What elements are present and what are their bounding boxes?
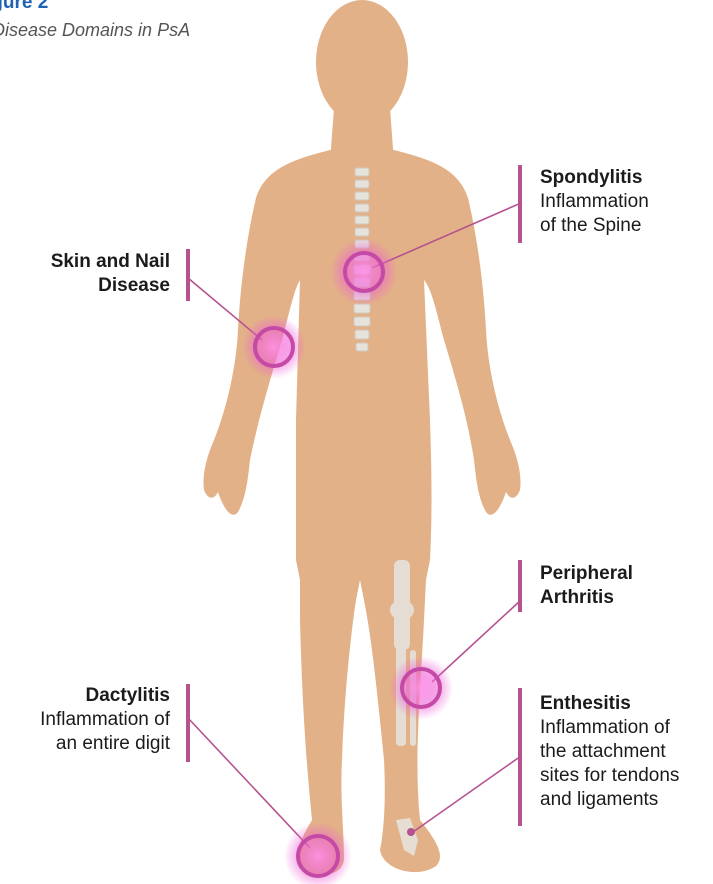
enthesitis-marker <box>407 828 415 836</box>
spondylitis-callout: Spondylitis Inflammation of the Spine <box>540 166 649 238</box>
skin-nail-title-1: Skin and Nail <box>51 250 170 274</box>
body-silhouette <box>203 0 520 875</box>
skin-nail-callout: Skin and Nail Disease <box>51 250 170 298</box>
dactylitis-title: Dactylitis <box>40 684 170 708</box>
enthesitis-callout: Enthesitis Inflammation of the attachmen… <box>540 692 679 812</box>
peripheral-title-1: Peripheral <box>540 562 633 586</box>
skin-nail-bar <box>186 249 190 301</box>
dactylitis-callout: Dactylitis Inflammation of an entire dig… <box>40 684 170 756</box>
enthesitis-bar <box>518 688 522 826</box>
dactylitis-desc-2: an entire digit <box>40 732 170 756</box>
spondylitis-desc-2: of the Spine <box>540 214 649 238</box>
spondylitis-desc-1: Inflammation <box>540 190 649 214</box>
peripheral-arthritis-callout: Peripheral Arthritis <box>540 562 633 610</box>
enthesitis-desc-2: the attachment <box>540 740 679 764</box>
enthesitis-desc-4: and ligaments <box>540 788 679 812</box>
peripheral-bar <box>518 560 522 612</box>
dactylitis-bar <box>186 684 190 762</box>
enthesitis-desc-1: Inflammation of <box>540 716 679 740</box>
skin-nail-title-2: Disease <box>51 274 170 298</box>
dactylitis-desc-1: Inflammation of <box>40 708 170 732</box>
spondylitis-title: Spondylitis <box>540 166 649 190</box>
enthesitis-title: Enthesitis <box>540 692 679 716</box>
enthesitis-desc-3: sites for tendons <box>540 764 679 788</box>
peripheral-title-2: Arthritis <box>540 586 633 610</box>
spondylitis-bar <box>518 165 522 243</box>
